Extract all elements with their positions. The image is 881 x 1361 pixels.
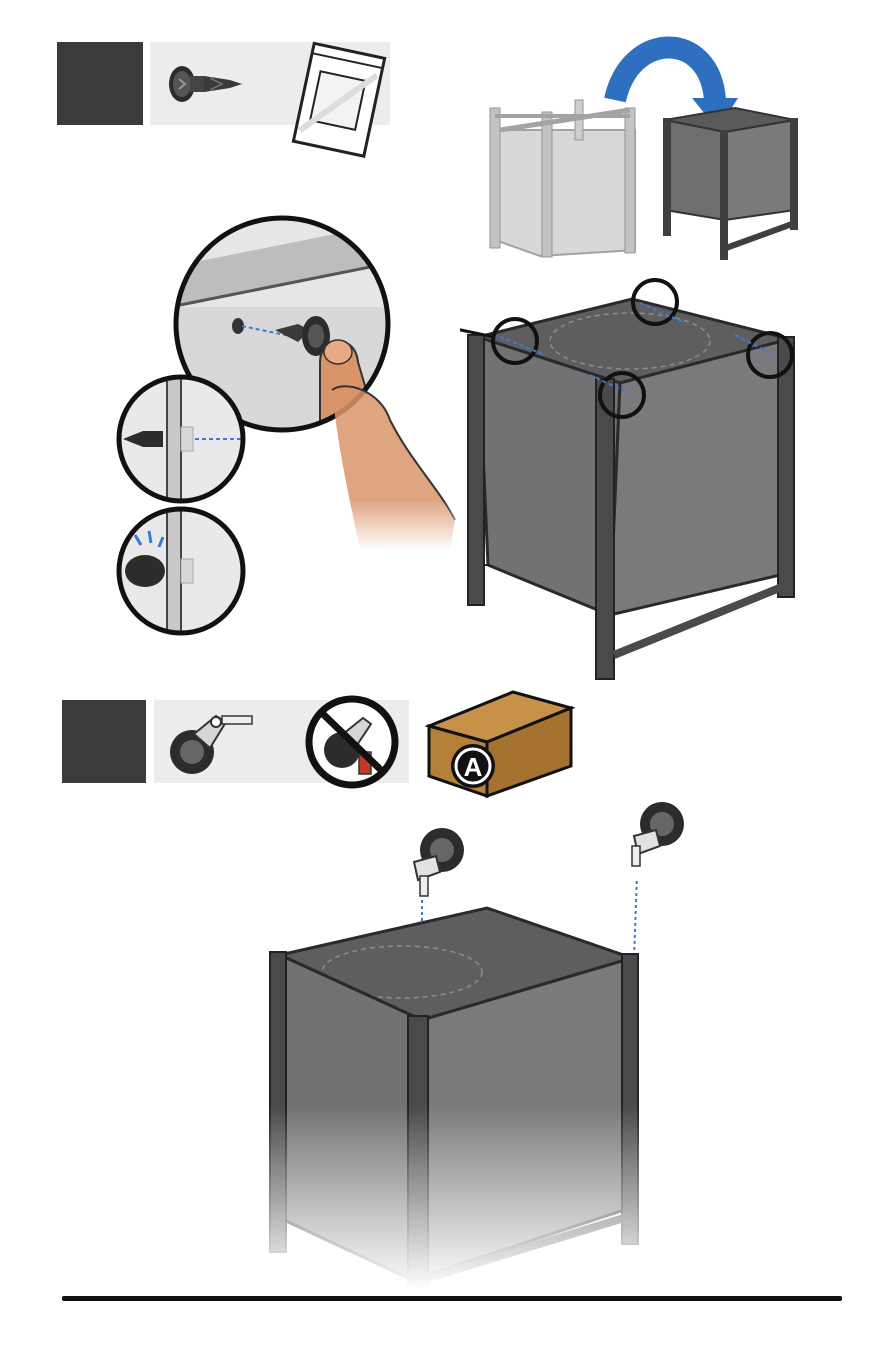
no-tool-icon <box>297 694 407 789</box>
step-1-parts-panel <box>150 42 390 125</box>
page-bottom-rule <box>62 1296 842 1301</box>
step-2-parts-panel <box>154 700 409 783</box>
flip-arrow <box>615 48 715 101</box>
pin-inserted-callout <box>115 373 247 505</box>
unflipped-frame <box>490 100 635 257</box>
caster-right-illustration <box>620 796 690 871</box>
step-2-number-box <box>62 700 146 783</box>
caster-wheel-icon <box>164 704 264 782</box>
cabinet-top-pins-illustration <box>460 275 820 695</box>
step-1-number-box <box>57 42 143 125</box>
pin-clicked-callout <box>115 505 247 637</box>
hardware-bag-icon <box>285 38 395 163</box>
flip-illustration <box>480 20 810 270</box>
cabinet-caster-illustration <box>262 880 652 1290</box>
box-a-icon: A <box>425 688 575 800</box>
flipped-unit <box>663 108 798 260</box>
push-pin-icon <box>160 52 250 112</box>
hand-icon <box>320 380 460 550</box>
box-label: A <box>464 752 483 782</box>
